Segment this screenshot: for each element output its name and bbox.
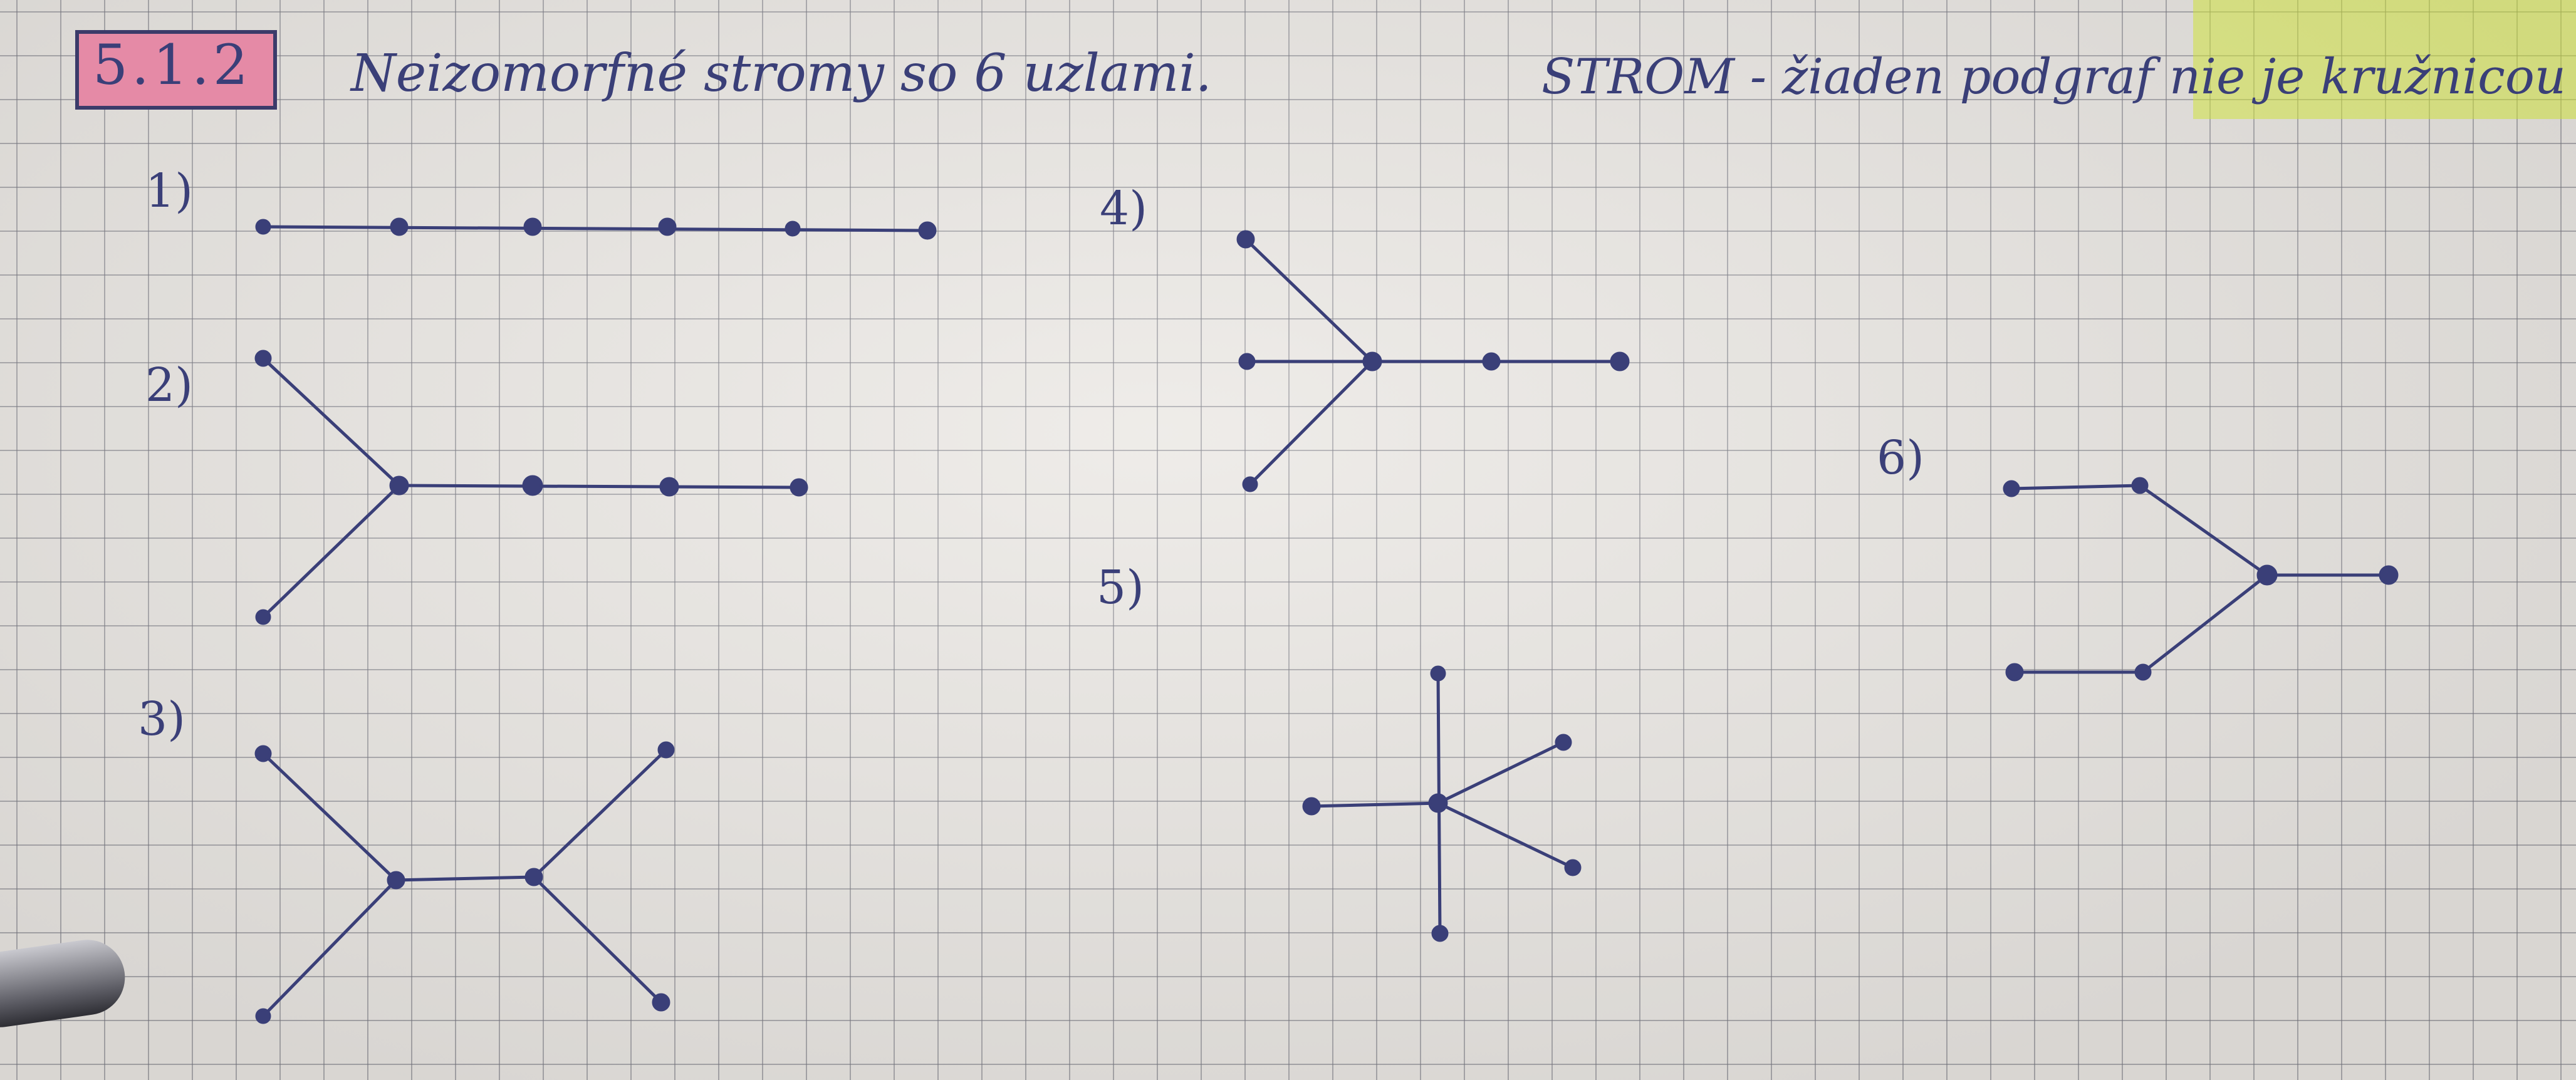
- tree-label-3: 3): [138, 692, 185, 746]
- exercise-number-box: [75, 30, 277, 110]
- tree-3: [254, 741, 675, 1024]
- tree-label-6: 6): [1877, 431, 1924, 485]
- tree-2: [254, 350, 808, 625]
- page-title: Neizomorfné stromy so 6 uzlami.: [351, 44, 1212, 103]
- tree-5-star: [1302, 665, 1582, 942]
- tree-label-5: 5): [1097, 561, 1144, 615]
- exercise-number: 5.1.2: [93, 33, 252, 97]
- tree-1-path: [255, 217, 937, 240]
- tree-4: [1236, 230, 1630, 492]
- tree-label-1: 1): [145, 164, 193, 218]
- tree-definition: STROM - žiaden podgraf nie je kružnicou: [1541, 49, 2567, 105]
- tree-label-4: 4): [1100, 182, 1147, 236]
- tree-label-2: 2): [145, 358, 193, 412]
- highlighter-mark: [2193, 0, 2576, 119]
- tree-6: [2003, 477, 2399, 682]
